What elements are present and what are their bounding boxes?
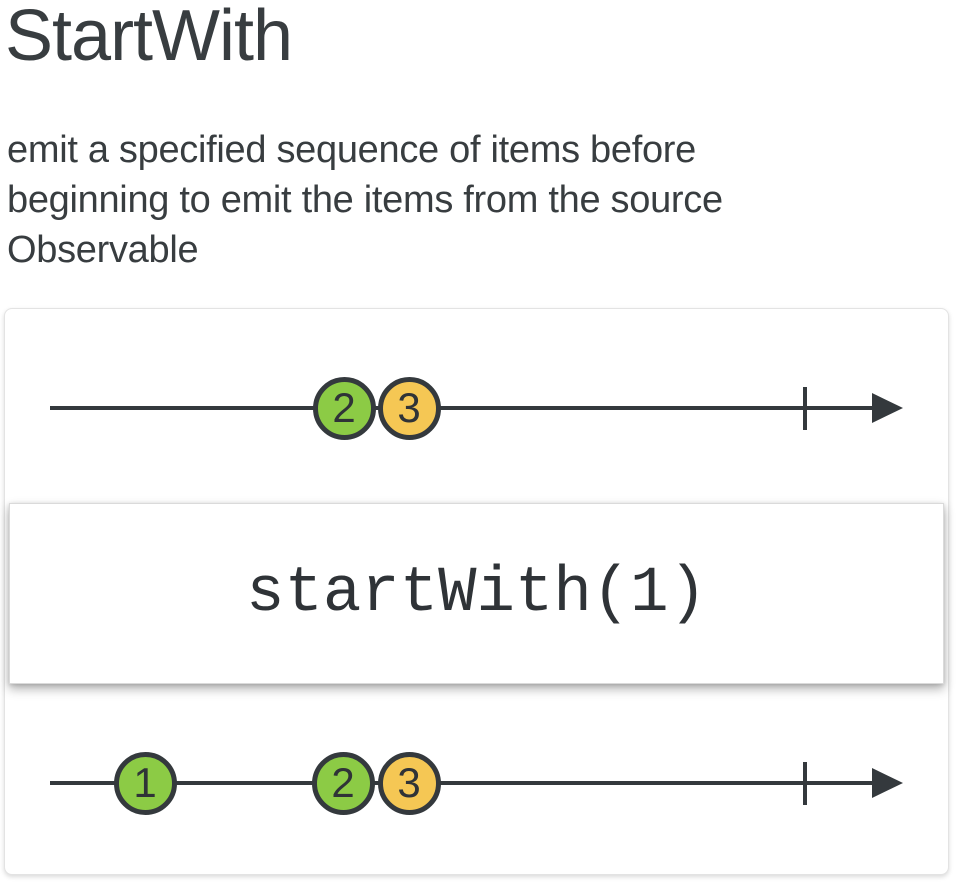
page-title: StartWith xyxy=(5,0,293,76)
marble-1: 1 xyxy=(113,751,177,815)
operator-box: startWith(1) xyxy=(9,503,944,684)
timeline-line xyxy=(50,405,883,411)
description-line: beginning to emit the items from the sou… xyxy=(7,179,723,221)
operator-label: startWith(1) xyxy=(246,557,707,630)
description-line: emit a specified sequence of items befor… xyxy=(7,129,696,171)
arrowhead-icon xyxy=(872,393,903,423)
marble-3: 3 xyxy=(377,376,441,440)
marble-2: 2 xyxy=(312,376,376,440)
complete-tick xyxy=(802,386,808,430)
marble-3: 3 xyxy=(377,751,441,815)
marble-2: 2 xyxy=(311,751,375,815)
timeline-line xyxy=(50,780,883,786)
operator-description: emit a specified sequence of items befor… xyxy=(7,125,723,275)
arrowhead-icon xyxy=(872,768,903,798)
description-line: Observable xyxy=(7,229,199,271)
complete-tick xyxy=(802,761,808,805)
